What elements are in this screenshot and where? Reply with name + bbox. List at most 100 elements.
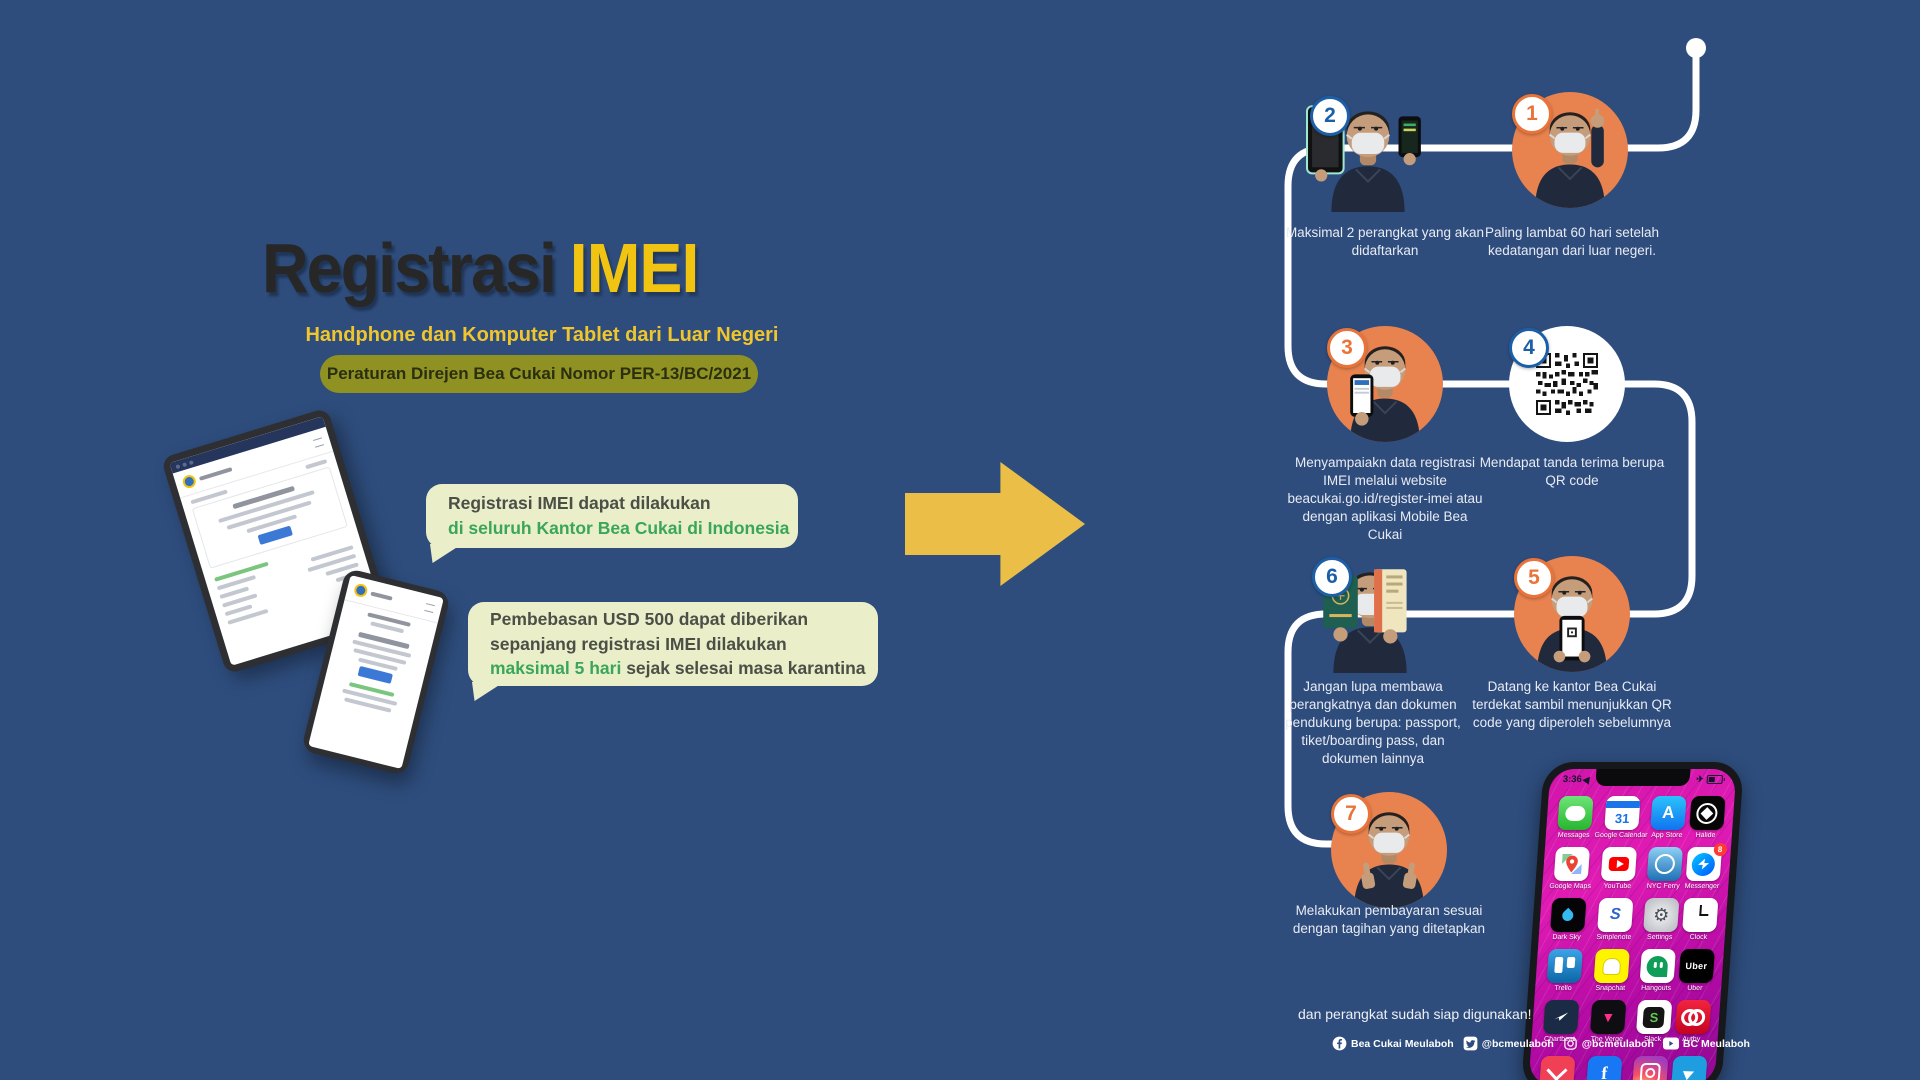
officer-showing-qr-illustration xyxy=(1514,556,1630,672)
phone-mockup-right: 3:36 Messages 31 Google Calendar xyxy=(1520,762,1744,1080)
closing-text: dan perangkat sudah siap digunakan! xyxy=(1298,1006,1532,1022)
step6-number: 6 xyxy=(1312,557,1352,597)
bubble2-line1: Pembebasan USD 500 dapat diberikan xyxy=(490,608,809,629)
speech-bubble-exemption: Pembebasan USD 500 dapat diberikan sepan… xyxy=(468,602,878,686)
step7-caption: Melakukan pembayaran sesuai dengan tagih… xyxy=(1292,903,1486,937)
phone-status-bar: 3:36 xyxy=(1562,774,1724,785)
transit-app-icon xyxy=(1670,1056,1708,1080)
dock-app-instagram xyxy=(1630,1056,1671,1080)
settings-app-icon xyxy=(1643,898,1680,932)
facebook-handle: Bea Cukai Meulaboh xyxy=(1332,1036,1454,1051)
speech-bubble-locations: Registrasi IMEI dapat dilakukan di selur… xyxy=(426,484,798,548)
bubble2-line3: maksimal 5 hari sejak selesai masa karan… xyxy=(490,656,866,681)
app-snapchat: Snapchat xyxy=(1584,949,1640,992)
page-title: Registrasi IMEI xyxy=(262,228,700,308)
subtitle: Handphone dan Komputer Tablet dari Luar … xyxy=(305,324,779,346)
twitter-handle: @bcmeulaboh xyxy=(1463,1036,1554,1051)
flow-start-dot xyxy=(1686,38,1706,58)
step7-number: 7 xyxy=(1331,794,1371,834)
app-messenger: 8 Messenger xyxy=(1682,843,1727,890)
instagram-app-icon xyxy=(1631,1056,1669,1080)
simplenote-app-icon: S xyxy=(1597,898,1634,932)
app-chartbeat: Chartbeat xyxy=(1538,1000,1583,1043)
bubble1-line2: di seluruh Kantor Bea Cukai di Indonesia xyxy=(448,518,790,538)
twitter-icon xyxy=(1463,1036,1478,1051)
bubble2-line2: sepanjang registrasi IMEI dilakukan xyxy=(490,633,787,654)
airplane-mode-icon xyxy=(1696,774,1704,785)
the-verge-app-icon xyxy=(1590,1000,1627,1034)
dock-app-facebook: f xyxy=(1577,1056,1632,1080)
step4-number: 4 xyxy=(1509,328,1549,368)
instagram-handle: @bcmeulaboh xyxy=(1563,1036,1654,1051)
step1-photo xyxy=(1512,92,1628,208)
authy-app-icon xyxy=(1674,1000,1711,1034)
facebook-app-icon: f xyxy=(1586,1056,1623,1080)
qr-code xyxy=(1536,353,1598,415)
app-google-maps: Google Maps xyxy=(1549,847,1594,890)
youtube-icon xyxy=(1662,1037,1679,1050)
app-halide: Halide xyxy=(1686,796,1728,839)
app-trello: Trello xyxy=(1542,949,1587,992)
trello-app-icon xyxy=(1546,949,1583,983)
app-google-calendar: 31 Google Calendar xyxy=(1594,796,1650,839)
chartbeat-app-icon xyxy=(1542,1000,1580,1034)
step3-caption: Menyampaiakn data registrasi IMEI melalu… xyxy=(1287,455,1483,543)
google-calendar-app-icon: 31 xyxy=(1604,796,1641,830)
notification-badge: 8 xyxy=(1713,843,1727,856)
step4-caption: Mendapat tanda terima berupa QR code xyxy=(1479,455,1665,489)
app-messages: Messages xyxy=(1553,796,1598,839)
officer-showing-website-illustration xyxy=(1327,326,1443,442)
halide-app-icon xyxy=(1688,796,1726,830)
app-uber: Uber Uber xyxy=(1675,949,1717,992)
app-hangouts: Hangouts xyxy=(1636,949,1678,992)
app-youtube: YouTube xyxy=(1591,847,1647,890)
bubble2-highlight: maksimal 5 hari xyxy=(490,658,622,679)
google-maps-app-icon xyxy=(1553,847,1590,881)
pocket-app-icon xyxy=(1538,1056,1576,1080)
dark-sky-app-icon xyxy=(1549,898,1587,932)
step5-number: 5 xyxy=(1514,558,1554,598)
clock-app-icon xyxy=(1681,898,1719,932)
app-clock: Clock xyxy=(1679,898,1721,941)
title-registrasi: Registrasi xyxy=(262,229,557,307)
app-settings: Settings xyxy=(1640,898,1682,941)
officer-with-documents-illustration xyxy=(1323,569,1432,673)
step6-caption: Jangan lupa membawa perangkatnya dan dok… xyxy=(1285,679,1461,767)
slack-app-icon: S xyxy=(1635,1000,1673,1034)
youtube-app-icon xyxy=(1600,847,1638,881)
app-simplenote: S Simplenote xyxy=(1587,898,1643,941)
officer-raised-hand-illustration xyxy=(1512,108,1628,208)
uber-app-icon: Uber xyxy=(1678,949,1715,983)
messages-app-icon xyxy=(1557,796,1594,830)
hangouts-app-icon xyxy=(1639,949,1676,983)
bubble1-line1: Registrasi IMEI dapat dilakukan xyxy=(448,493,711,514)
youtube-handle: BC Meulaboh xyxy=(1662,1037,1750,1050)
app-grid: Messages 31 Google Calendar A App Store … xyxy=(1535,796,1728,1080)
step6-photo xyxy=(1308,551,1432,673)
dock-app-transit xyxy=(1668,1056,1709,1080)
step1-number: 1 xyxy=(1512,94,1552,134)
step2-number: 2 xyxy=(1310,96,1350,136)
step3-number: 3 xyxy=(1327,328,1367,368)
battery-icon xyxy=(1706,775,1724,784)
officer-thumbs-up-illustration xyxy=(1331,792,1447,908)
app-store-app-icon: A xyxy=(1650,796,1687,830)
messenger-app-icon: 8 xyxy=(1685,843,1727,881)
dock-app-pocket xyxy=(1535,1056,1579,1080)
instagram-icon xyxy=(1564,1037,1577,1050)
app-dark-sky: Dark Sky xyxy=(1545,898,1590,941)
step2-caption: Maksimal 2 perangkat yang akan didaftark… xyxy=(1285,225,1485,259)
step1-caption: Paling lambat 60 hari setelah kedatangan… xyxy=(1484,225,1660,259)
step5-caption: Datang ke kantor Bea Cukai terdekat samb… xyxy=(1472,679,1672,731)
status-time: 3:36 xyxy=(1562,774,1583,785)
phone-home-screen: 3:36 Messages 31 Google Calendar xyxy=(1528,769,1737,1080)
social-footer: Bea Cukai Meulaboh @bcmeulaboh @bcmeulab… xyxy=(1332,1036,1750,1051)
app-appstore: A App Store xyxy=(1647,796,1689,839)
bubble2-line3-rest: sejak selesai masa karantina xyxy=(621,658,866,679)
location-icon xyxy=(1582,774,1594,785)
snapchat-app-icon xyxy=(1593,949,1631,983)
title-imei: IMEI xyxy=(569,229,700,307)
facebook-icon xyxy=(1332,1036,1347,1051)
app-nyc-ferry: NYC Ferry xyxy=(1644,847,1686,890)
